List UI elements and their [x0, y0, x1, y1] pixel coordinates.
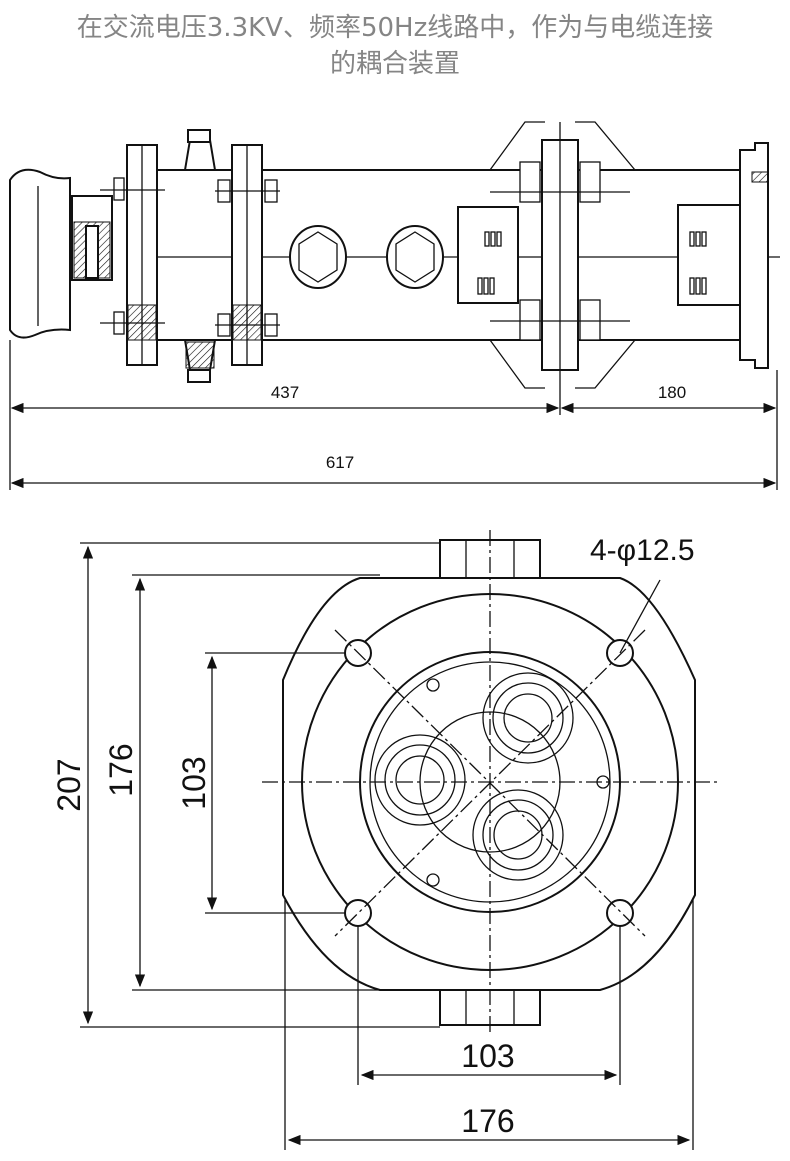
front-view: 4-φ12.5 207 176 103 103 176	[51, 530, 720, 1150]
side-dimensions	[9, 340, 778, 490]
dim-437: 437	[271, 383, 299, 402]
end-flange	[739, 142, 769, 369]
dim-207: 207	[51, 758, 87, 811]
hole-note: 4-φ12.5	[590, 534, 695, 567]
housing-right	[677, 204, 741, 306]
side-view: 437 180 617	[9, 121, 780, 490]
top-nipple	[183, 139, 217, 171]
caption-line-2: 的耦合装置	[329, 49, 460, 79]
dim-103-vertical: 103	[176, 756, 212, 809]
clamp	[71, 195, 113, 281]
dim-103-horizontal: 103	[461, 1038, 514, 1074]
dim-180: 180	[658, 383, 686, 402]
bolt	[85, 225, 99, 279]
dim-176-horizontal: 176	[461, 1103, 514, 1139]
front-dimensions	[80, 542, 694, 1150]
dim-617: 617	[326, 453, 354, 472]
caption: 在交流电压3.3KV、频率50Hz线路中，作为与电缆连接 的耦合装置	[0, 10, 790, 82]
cable-end	[9, 168, 71, 339]
caption-line-1: 在交流电压3.3KV、频率50Hz线路中，作为与电缆连接	[76, 13, 714, 43]
dim-176-vertical: 176	[103, 743, 139, 796]
coupling-top	[489, 121, 636, 171]
